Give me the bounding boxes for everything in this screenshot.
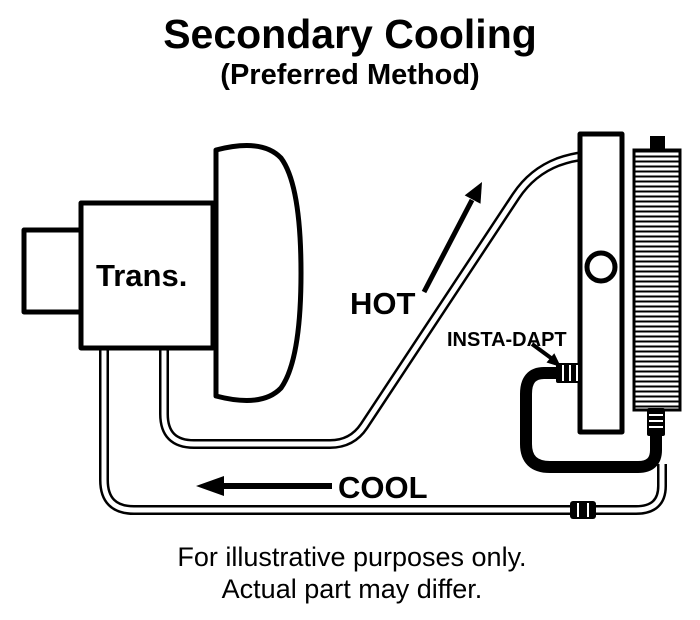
transmission-tailshaft-shape — [21, 227, 85, 315]
cool-label: COOL — [338, 470, 428, 505]
instadapt-label: INSTA-DAPT — [447, 329, 567, 351]
hot-arrow — [421, 182, 482, 294]
radiator-tank — [577, 131, 625, 435]
instadapt-fitting — [556, 363, 582, 383]
hot-label: HOT — [350, 286, 416, 321]
page-title: Secondary Cooling — [163, 11, 537, 57]
hot-tube-line — [159, 151, 585, 449]
cool-arrow — [196, 476, 332, 496]
radiator-core-shape — [632, 148, 682, 412]
radiator-cap-circle — [584, 250, 618, 284]
cool-tube-line — [99, 345, 667, 515]
core-bottom-fitting — [647, 408, 665, 436]
footer-line-2: Actual part may differ. — [222, 574, 483, 604]
transmission-label: Trans. — [96, 258, 187, 293]
transmission-bellhousing-shape — [213, 143, 304, 403]
rubber-hose — [520, 367, 662, 473]
radiator-core — [632, 136, 682, 412]
cool-line-inline-fitting — [570, 501, 596, 519]
instadapt-arrow — [530, 342, 561, 367]
core-top-fitting — [650, 136, 665, 152]
transmission: Trans. — [21, 143, 304, 403]
footer-line-1: For illustrative purposes only. — [177, 542, 526, 572]
transmission-body-shape — [78, 200, 216, 351]
page-subtitle: (Preferred Method) — [220, 59, 479, 91]
